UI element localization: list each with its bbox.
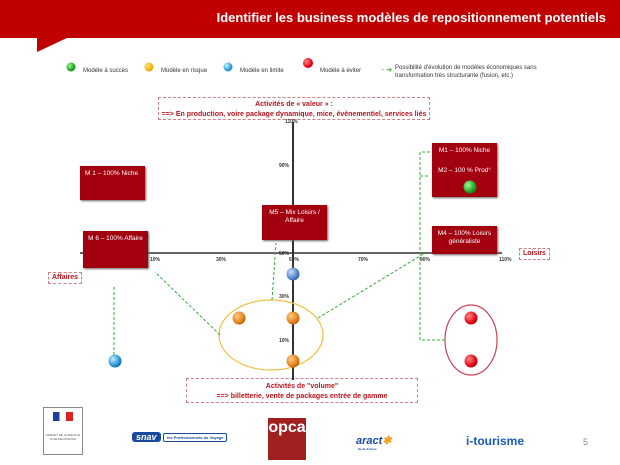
legend-evolution: Possibilité d'évolution de modèles écono… xyxy=(395,65,537,79)
y-tick: 30% xyxy=(279,294,290,300)
legend-avoid: Modèle à éviter xyxy=(320,68,362,74)
x-tick: 30% xyxy=(216,257,227,263)
model-box-m6: M 6 – 100% Affaire xyxy=(83,231,148,268)
y-tick: 90% xyxy=(279,163,290,169)
risk-ball-icon xyxy=(144,62,154,72)
volume-activities-box: Activités de "volume"==> billetterie, ve… xyxy=(186,378,418,403)
limit-ball-icon xyxy=(223,62,233,72)
model-box-m4: M4 – 100% Loisirs généraliste xyxy=(432,226,497,254)
dashed-arrow-icon: - ➔ xyxy=(382,67,393,74)
itourisme-logo: i-tourisme xyxy=(466,434,525,448)
snav-tagline: les Professionnels du Voyage xyxy=(163,433,228,442)
avoid-ball-icon xyxy=(464,354,478,368)
y-tick: 10% xyxy=(279,338,290,344)
prefet-logo: PREFET DE LA REGION D'ILE-DE-FRANCE xyxy=(43,407,83,455)
snav-logo: snav xyxy=(132,432,161,442)
x-tick: 70% xyxy=(358,257,369,263)
title-banner: Identifier les business modèles de repos… xyxy=(0,0,620,38)
model-box-m1-niche: M 1 – 100% Niche xyxy=(80,166,145,200)
x-tick: 90% xyxy=(420,257,431,263)
evolution-arrows xyxy=(113,151,445,355)
aract-sub: Ile-de-France xyxy=(358,447,377,451)
limit-ball-icon xyxy=(108,354,122,368)
axis-label-affaires: Affaires xyxy=(48,272,83,284)
axis-label-loisirs: Loisirs xyxy=(519,248,550,260)
success-ball-icon xyxy=(463,180,477,194)
success-ball-icon xyxy=(66,62,76,72)
limit-ball-icon xyxy=(286,267,300,281)
x-tick: 50% xyxy=(289,257,300,263)
risk-ball-icon xyxy=(286,311,300,325)
risk-ball-icon xyxy=(232,311,246,325)
value-activities-box: Activités de « valeur » :==> En producti… xyxy=(158,97,430,120)
page-title: Identifier les business modèles de repos… xyxy=(216,10,606,25)
page-number: 5 xyxy=(583,437,589,447)
legend-success: Modèle à succès xyxy=(83,68,129,74)
x-tick: 10% xyxy=(150,257,161,263)
x-tick: 110% xyxy=(499,257,512,263)
risk-ball-icon xyxy=(286,354,300,368)
legend-limit: Modèle en limite xyxy=(240,68,284,74)
legend-risk: Modèle en risque xyxy=(161,68,208,74)
y-tick: 110% xyxy=(285,119,298,125)
avoid-ball-icon xyxy=(464,311,478,325)
model-box-m5: M5 – Mix Loisirs / Affaire xyxy=(262,205,327,240)
model-box-m1-right: M1 – 100% Niche xyxy=(432,143,497,163)
risk-group-ellipse xyxy=(218,299,324,371)
aract-logo: aract✱ xyxy=(356,435,392,447)
opca-logo: opca xyxy=(268,418,306,460)
y-tick: 50% xyxy=(279,251,290,257)
avoid-ball-icon xyxy=(303,58,313,68)
banner-flag xyxy=(37,38,67,52)
model-box-m2: M2 – 100 % Prod° xyxy=(432,163,497,197)
